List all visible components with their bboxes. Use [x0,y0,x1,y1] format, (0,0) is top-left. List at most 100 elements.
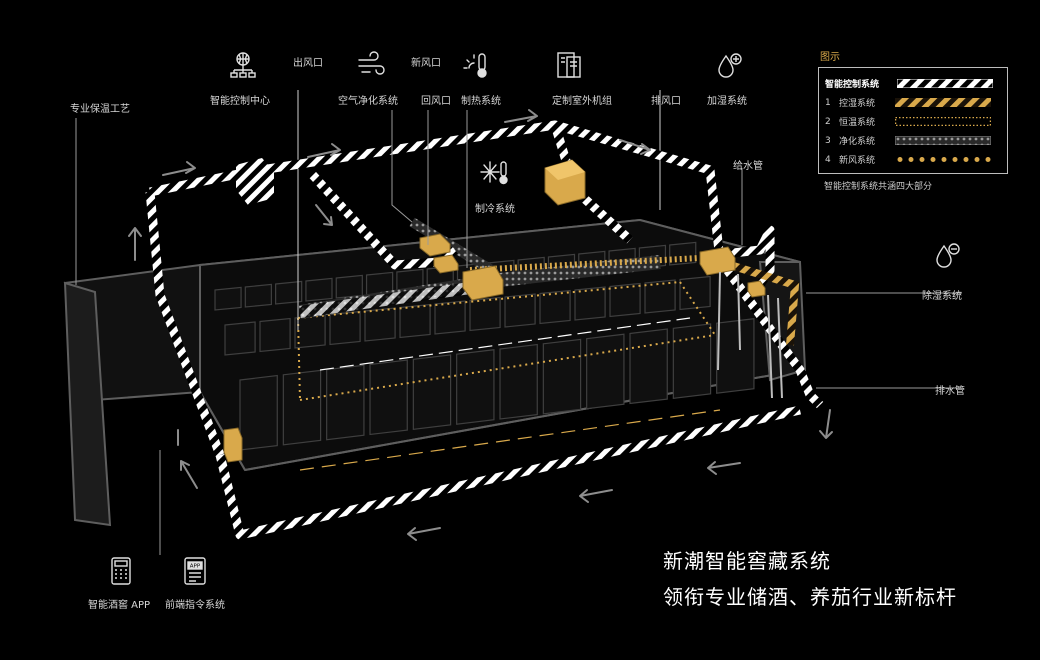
label-air-purify: 空气净化系统 [338,96,398,107]
legend: 图示 智能控制系统 1 控湿系统 2 恒温系统 3 净化系统 4 [818,48,1008,192]
legend-name: 新风系统 [839,156,876,166]
sun-thermometer-icon [462,50,492,80]
label-cooling: 制冷系统 [475,204,515,215]
headline-line-1: 新潮智能窖藏系统 [663,549,831,573]
cabinet [239,374,278,451]
cabinet [259,317,291,353]
label-water-supply: 给水管 [733,161,763,172]
cabinet [434,300,466,335]
cabinet [282,369,322,446]
legend-swatch-fresh-air [897,157,991,162]
leader-lines [75,110,962,555]
cabinet [456,349,495,425]
cabinet [504,293,536,328]
wind-icon [356,50,386,80]
legend-num: 2 [825,116,831,127]
headline: 新潮智能窖藏系统 领衔专业储酒、养茄行业新标杆 [663,543,957,615]
label-heating: 制热系统 [461,96,501,107]
legend-swatch-temperature [895,117,991,126]
purification-duct-2 [409,217,498,277]
equipment-boxes [223,158,766,463]
label-exhaust: 排风口 [651,96,681,107]
airflow-lines [297,90,721,471]
cabinet [369,359,408,436]
legend-num: 1 [825,97,831,108]
fresh-air-dot [908,157,914,162]
cabinet [586,333,625,410]
cabinet [629,328,668,405]
fresh-air-dot [930,157,936,162]
label-insulation: 专业保温工艺 [70,104,130,115]
legend-main-name: 智能控制系统 [825,80,880,90]
label-dehumidify: 除湿系统 [922,291,962,302]
cabinet [224,321,256,356]
legend-box: 智能控制系统 1 控湿系统 2 恒温系统 3 净化系统 4 新风系统 [818,67,1008,174]
cabinet [326,364,365,441]
cabinet [335,274,363,299]
legend-name: 控湿系统 [839,99,876,109]
legend-row-3: 3 净化系统 [825,131,1001,150]
legend-num: 3 [825,135,831,146]
cabinet [679,275,711,311]
water-pipes [717,271,783,399]
wine-cabinets [214,241,755,451]
legend-row-1: 1 控湿系统 [825,93,1001,112]
drop-minus-icon [932,240,962,270]
flow-arrows [128,109,833,541]
outdoor-unit-icon [554,50,584,80]
cabinet [669,241,697,266]
cabinet [214,286,242,311]
legend-name: 恒温系统 [839,118,876,128]
fresh-air-dot [919,157,925,162]
label-outdoor-unit: 定制室外机组 [552,96,612,107]
cabinet [399,303,431,339]
legend-num: 4 [825,154,831,165]
drop-plus-icon [714,50,744,80]
humidity-control-duct [728,261,800,346]
label-fresh-inlet: 新风口 [411,58,441,69]
legend-note: 智能控制系统共涵四大部分 [824,182,933,192]
cabinet [539,289,571,325]
legend-row-main: 智能控制系统 [825,74,1001,93]
fresh-air-dot [941,157,947,162]
cabinet [574,286,606,321]
cabinet [469,296,501,332]
app-panel-icon: APP [180,556,210,586]
label-outlet: 出风口 [293,58,323,69]
legend-swatch-main [897,79,993,88]
cabinet [305,277,333,302]
legend-row-4: 4 新风系统 [825,150,1001,169]
legend-row-2: 2 恒温系统 [825,112,1001,131]
fresh-air-dot [963,157,969,162]
legend-title: 图示 [820,52,840,63]
label-drain: 排水管 [935,386,965,397]
network-icon [228,50,258,80]
label-control-center: 智能控制中心 [210,96,270,107]
cabinet [329,310,361,346]
label-humidify: 加湿系统 [707,96,747,107]
legend-name: 净化系统 [839,137,876,147]
fresh-air-dot [985,157,991,162]
cabinet [609,282,641,318]
cabinet [644,279,676,314]
label-return-inlet: 回风口 [421,96,451,107]
headline-line-2: 领衔专业储酒、养茄行业新标杆 [663,585,957,609]
snowflake-thermometer-icon [480,158,510,188]
cabinet [542,338,582,415]
legend-swatch-humidity [895,98,991,107]
label-frontend: 前端指令系统 [165,600,225,611]
svg-text:APP: APP [190,564,201,570]
cabinet [499,343,538,420]
cabinet [275,280,303,305]
fresh-air-dot [974,157,980,162]
cabinet [364,307,396,342]
fresh-air-dot [952,157,958,162]
cabinet [672,323,712,400]
cabinet [244,283,272,308]
cabinet [412,354,452,431]
legend-swatch-purify [895,136,991,145]
label-app: 智能酒窖 APP [88,600,151,611]
fresh-air-dot [897,157,903,162]
